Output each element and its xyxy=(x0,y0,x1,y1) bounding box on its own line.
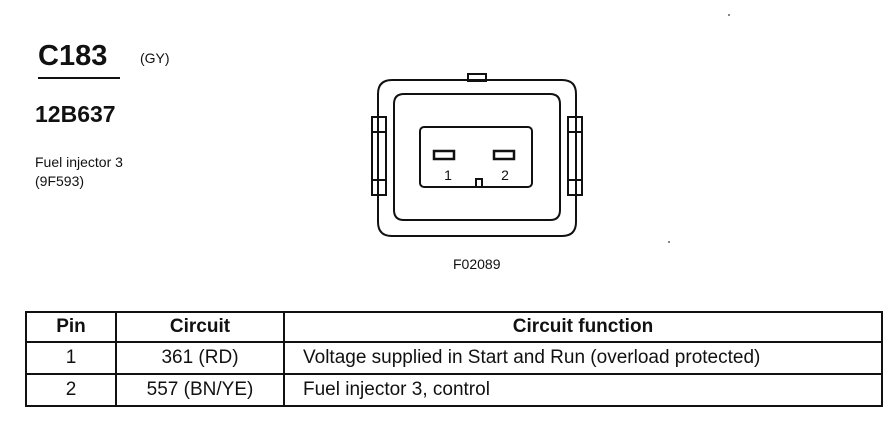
connector-color: (GY) xyxy=(140,50,170,66)
right-latch xyxy=(567,116,583,196)
table-row: 2 557 (BN/YE) Fuel injector 3, control xyxy=(25,373,883,407)
housing-outline xyxy=(377,79,577,237)
scan-speck xyxy=(668,241,670,243)
cell-pin: 2 xyxy=(25,373,117,407)
pin-2-label: 2 xyxy=(501,167,509,183)
key-tab xyxy=(467,73,487,82)
scan-speck xyxy=(728,14,730,16)
left-latch xyxy=(371,116,387,196)
cell-circuit: 361 (RD) xyxy=(115,341,285,375)
housing-inner xyxy=(393,93,561,221)
cell-pin: 1 xyxy=(25,341,117,375)
connector-id-underline xyxy=(38,77,120,79)
connector-id: C183 xyxy=(38,40,108,72)
cell-circuit-function: Fuel injector 3, control xyxy=(283,373,883,407)
header-pin: Pin xyxy=(25,311,117,343)
figure-id: F02089 xyxy=(453,256,501,272)
pin-1-label: 1 xyxy=(444,167,452,183)
component-name: Fuel injector 3 xyxy=(35,154,123,170)
pin-1-terminal xyxy=(432,149,456,161)
header-circuit-function: Circuit function xyxy=(283,311,883,343)
pinout-table: Pin Circuit Circuit function 1 361 (RD) … xyxy=(25,311,883,407)
cell-circuit: 557 (BN/YE) xyxy=(115,373,285,407)
connector-face-diagram: 1 2 xyxy=(371,73,583,237)
center-notch xyxy=(475,178,483,188)
component-part-ref: (9F593) xyxy=(35,173,85,189)
part-number: 12B637 xyxy=(35,101,116,127)
table-row: 1 361 (RD) Voltage supplied in Start and… xyxy=(25,341,883,375)
table-header-row: Pin Circuit Circuit function xyxy=(25,311,883,343)
header-circuit: Circuit xyxy=(115,311,285,343)
pin-2-terminal xyxy=(492,149,516,161)
cell-circuit-function: Voltage supplied in Start and Run (overl… xyxy=(283,341,883,375)
component-description: Fuel injector 3 (9F593) xyxy=(35,153,123,191)
